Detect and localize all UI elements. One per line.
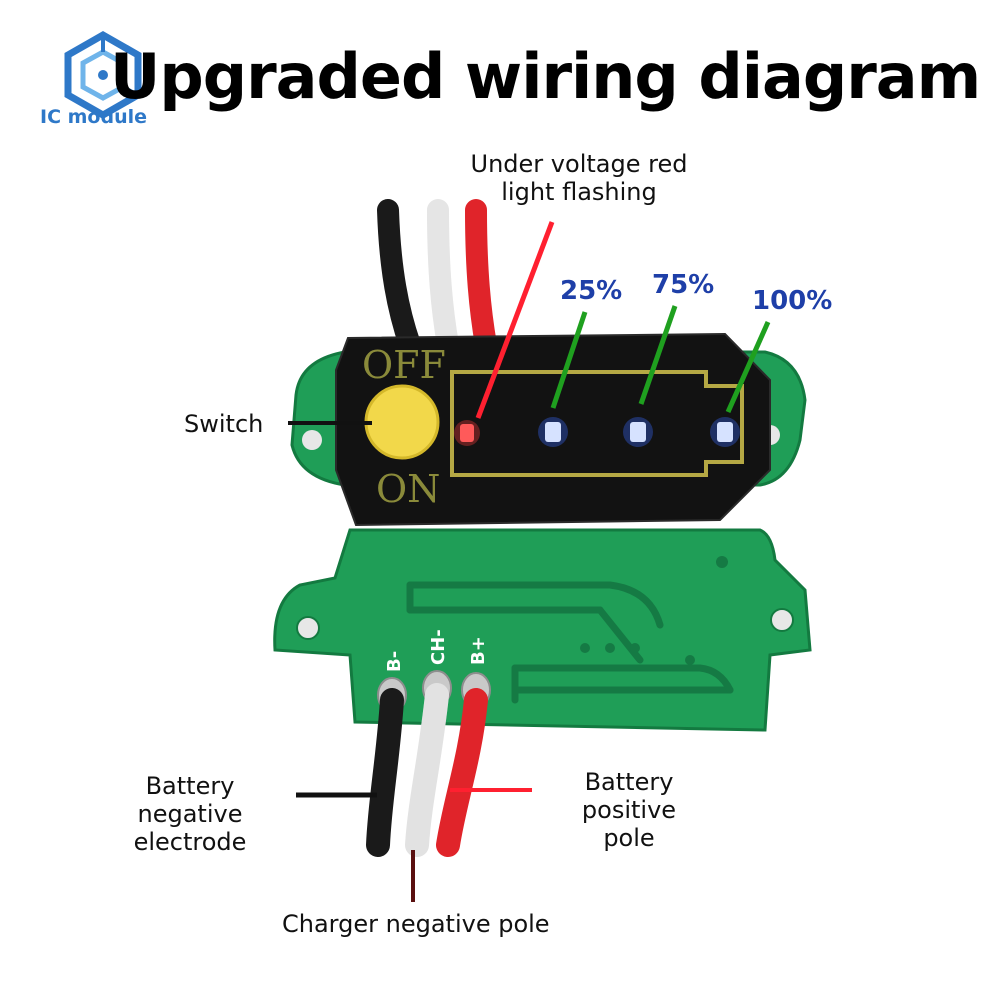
- leader-under-voltage: [475, 221, 555, 419]
- switch-off-text: OFF: [362, 343, 446, 387]
- led-75: [623, 417, 653, 447]
- led-25: [538, 417, 568, 447]
- led-red: [454, 420, 480, 446]
- switch-on-text: ON: [376, 467, 441, 511]
- pin-label-b-plus: B+: [468, 636, 489, 665]
- top-wires: [377, 199, 497, 356]
- leader-100: [725, 320, 771, 414]
- page-title: Upgraded wiring diagram: [110, 40, 981, 113]
- indicator-label-100: 100%: [752, 286, 833, 316]
- pin-label-b-minus: B-: [384, 650, 405, 672]
- pin-label-ch-minus: CH-: [428, 629, 449, 665]
- led-100: [710, 417, 740, 447]
- hexagon-circuit-logo-icon: [64, 30, 142, 120]
- callout-switch: Switch: [184, 410, 264, 438]
- leader-25: [550, 311, 588, 409]
- callout-battery-positive: Battery positive pole: [581, 768, 677, 852]
- callout-charger-negative: Charger negative pole: [282, 910, 550, 938]
- leader-75: [638, 305, 678, 405]
- lower-board: [273, 528, 812, 732]
- indicator-label-75: 75%: [652, 270, 715, 300]
- callout-battery-negative: Battery negative electrode: [133, 772, 247, 856]
- brand-name: IC module: [40, 106, 148, 128]
- bottom-wires: [366, 683, 488, 857]
- callout-under-voltage: Under voltage red light flashing: [470, 150, 688, 206]
- indicator-label-25: 25%: [560, 276, 623, 306]
- switch-button[interactable]: [364, 384, 440, 460]
